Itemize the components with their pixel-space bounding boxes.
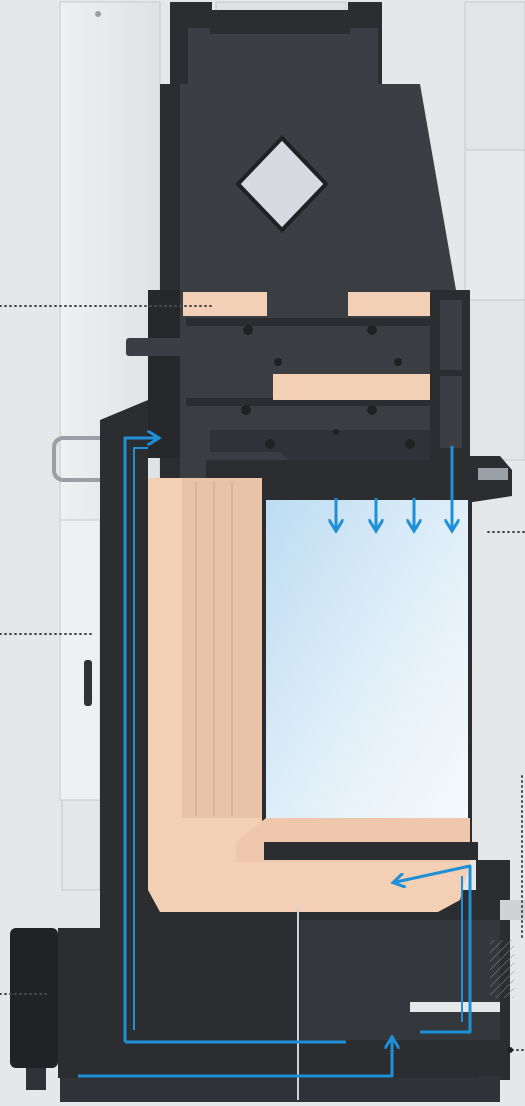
- outer-cladding-right: [215, 1, 525, 461]
- airflow-rear-riser: [123, 438, 156, 1042]
- baffle-bolts: [241, 325, 415, 449]
- lower-door-frame: [264, 842, 478, 860]
- hood-inspection-opening: [235, 135, 329, 233]
- airflow-base-intake: [78, 1040, 392, 1078]
- airflow-inner-riser: [133, 447, 148, 1030]
- airflow-arrows: [78, 438, 472, 1078]
- rear-air-pipe: [126, 338, 192, 356]
- baffle-insulation: [183, 292, 431, 400]
- leader-dot-base: [507, 1047, 513, 1053]
- callout-leaders: [0, 305, 525, 1051]
- hearth-insulation: [148, 818, 470, 912]
- base-air-intake: [10, 920, 514, 1102]
- outer-cladding-left: [52, 1, 161, 891]
- flue-collar: [170, 2, 382, 90]
- glass-door: [262, 496, 472, 844]
- firebox-outer-shell: [100, 400, 510, 930]
- side-insulation: [148, 478, 182, 818]
- rear-insulation: [182, 478, 262, 818]
- airflow-hearth-return: [396, 864, 472, 1034]
